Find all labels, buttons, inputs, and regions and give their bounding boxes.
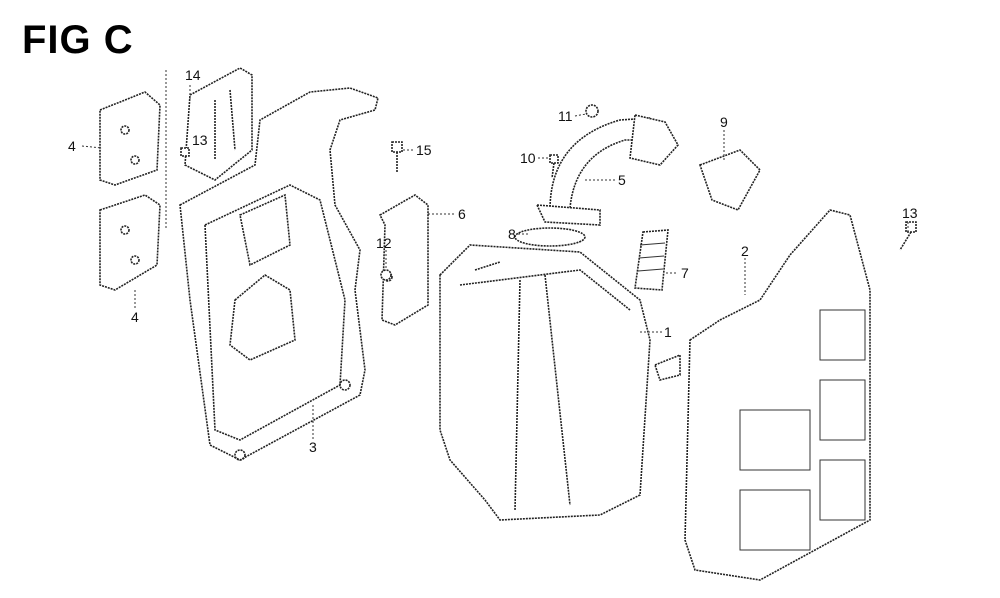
figure-title: FIG C <box>22 18 134 62</box>
part-3-shroud <box>179 87 379 461</box>
part-4-upper-plate <box>99 91 161 186</box>
callout-9: 9 <box>720 114 728 130</box>
part-13-bolt-right <box>899 221 917 251</box>
part-8-gasket <box>514 227 586 247</box>
part-5-exhaust-pipe <box>535 104 679 226</box>
part-9-gasket <box>698 149 761 211</box>
part-6-bracket <box>378 194 429 326</box>
callout-8: 8 <box>508 226 516 242</box>
callout-15: 15 <box>416 142 432 158</box>
callout-14: 14 <box>185 67 201 83</box>
callout-11: 11 <box>558 108 573 124</box>
callout-7: 7 <box>681 265 689 281</box>
part-7-spark-screen <box>634 229 669 291</box>
callout-12: 12 <box>376 235 392 251</box>
part-2-muffler-cover <box>684 209 871 581</box>
callout-5: 5 <box>618 172 626 188</box>
part-13-bolt-left <box>180 147 190 157</box>
part-4-lower-plate <box>99 194 161 291</box>
callout-4-lower: 4 <box>131 309 139 325</box>
part-1-muffler <box>439 244 681 521</box>
callout-1: 1 <box>664 324 672 340</box>
callout-3: 3 <box>309 439 317 455</box>
callout-10: 10 <box>520 150 536 166</box>
callout-6: 6 <box>458 206 466 222</box>
callout-13-left: 13 <box>192 132 208 148</box>
part-14-bracket <box>184 67 253 181</box>
callout-2: 2 <box>741 243 749 259</box>
part-12-nut <box>380 269 392 281</box>
callout-13-right: 13 <box>902 205 918 221</box>
part-15-bolt <box>391 141 403 172</box>
callout-4-upper: 4 <box>68 138 76 154</box>
